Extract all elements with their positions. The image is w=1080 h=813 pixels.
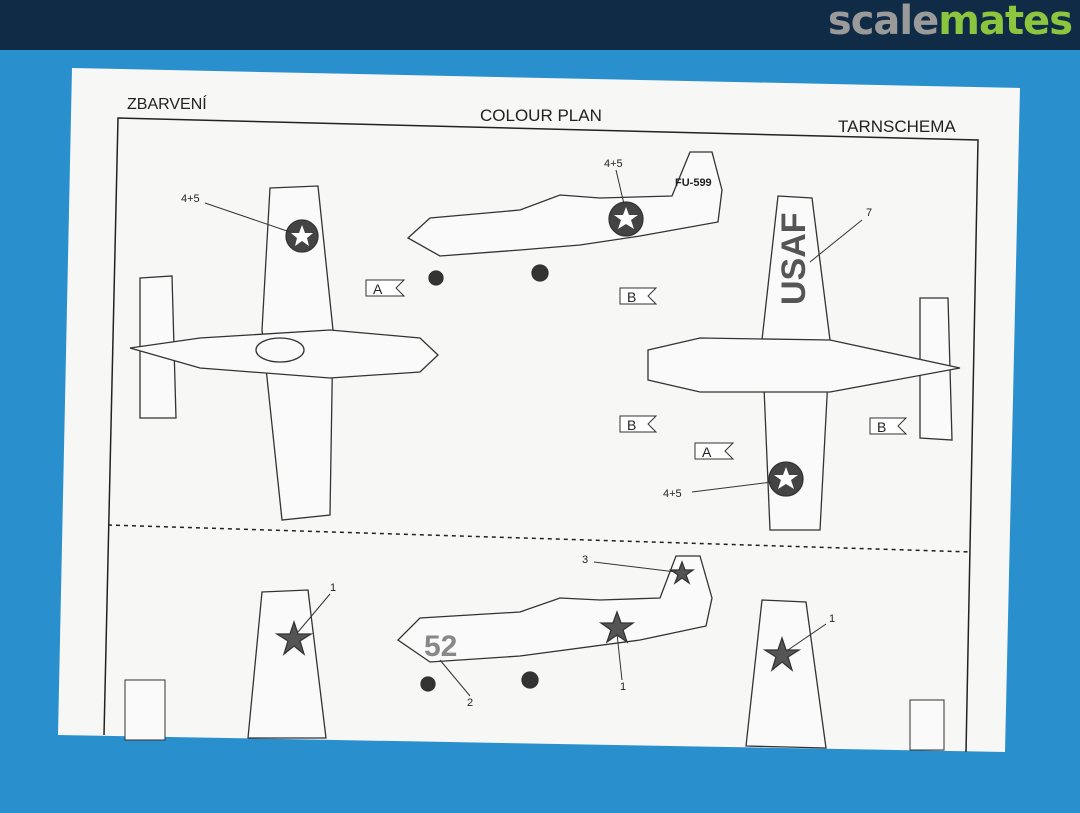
flag-b-1-label: B	[627, 289, 636, 305]
callout-4-5-top: 4+5	[181, 193, 200, 205]
callout-7: 7	[866, 207, 872, 219]
leader-lines	[297, 169, 863, 697]
plane-side-view-usaf	[406, 151, 723, 286]
flag-b-2: B	[619, 415, 658, 433]
flag-b-3: B	[869, 417, 908, 435]
callout-2: 2	[467, 697, 473, 709]
site-header: scalemates	[0, 0, 1080, 50]
scalemates-logo[interactable]: scalemates	[827, 0, 1073, 44]
flag-a-1-label: A	[373, 281, 383, 297]
callout-1-fuselage: 1	[620, 681, 626, 693]
callout-1-left: 1	[330, 582, 336, 594]
wing-usaf-text: USAF	[775, 212, 813, 305]
frame	[103, 117, 979, 753]
tail-code: FU-599	[675, 177, 712, 189]
title-colour-plan: COLOUR PLAN	[480, 106, 602, 125]
logo-text-scale: scale	[827, 0, 939, 44]
callout-3: 3	[582, 554, 588, 566]
callout-4-5-side: 4+5	[604, 158, 623, 170]
leader-line	[204, 202, 291, 233]
flag-b-3-label: B	[877, 419, 886, 435]
logo-text-mates: mates	[938, 0, 1073, 44]
flag-a-2-label: A	[702, 444, 712, 460]
soviet-tail-left	[247, 589, 327, 739]
side-number-52: 52	[424, 630, 457, 663]
callout-1-right: 1	[829, 613, 835, 625]
callout-4-5-bottom: 4+5	[663, 488, 682, 500]
plane-bottom-view	[647, 195, 961, 531]
plane-top-view	[129, 185, 439, 521]
title-tarnschema: TARNSCHEMA	[838, 117, 956, 136]
flag-b-1: B	[619, 287, 658, 305]
title-zbarveni: ZBARVENÍ	[127, 94, 207, 113]
partial-tail-right	[909, 699, 945, 751]
flag-a-2: A	[694, 442, 735, 460]
flag-b-2-label: B	[627, 417, 636, 433]
soviet-tail-right	[745, 599, 827, 749]
flag-a-1: A	[365, 279, 406, 297]
partial-tail-left	[124, 679, 166, 741]
